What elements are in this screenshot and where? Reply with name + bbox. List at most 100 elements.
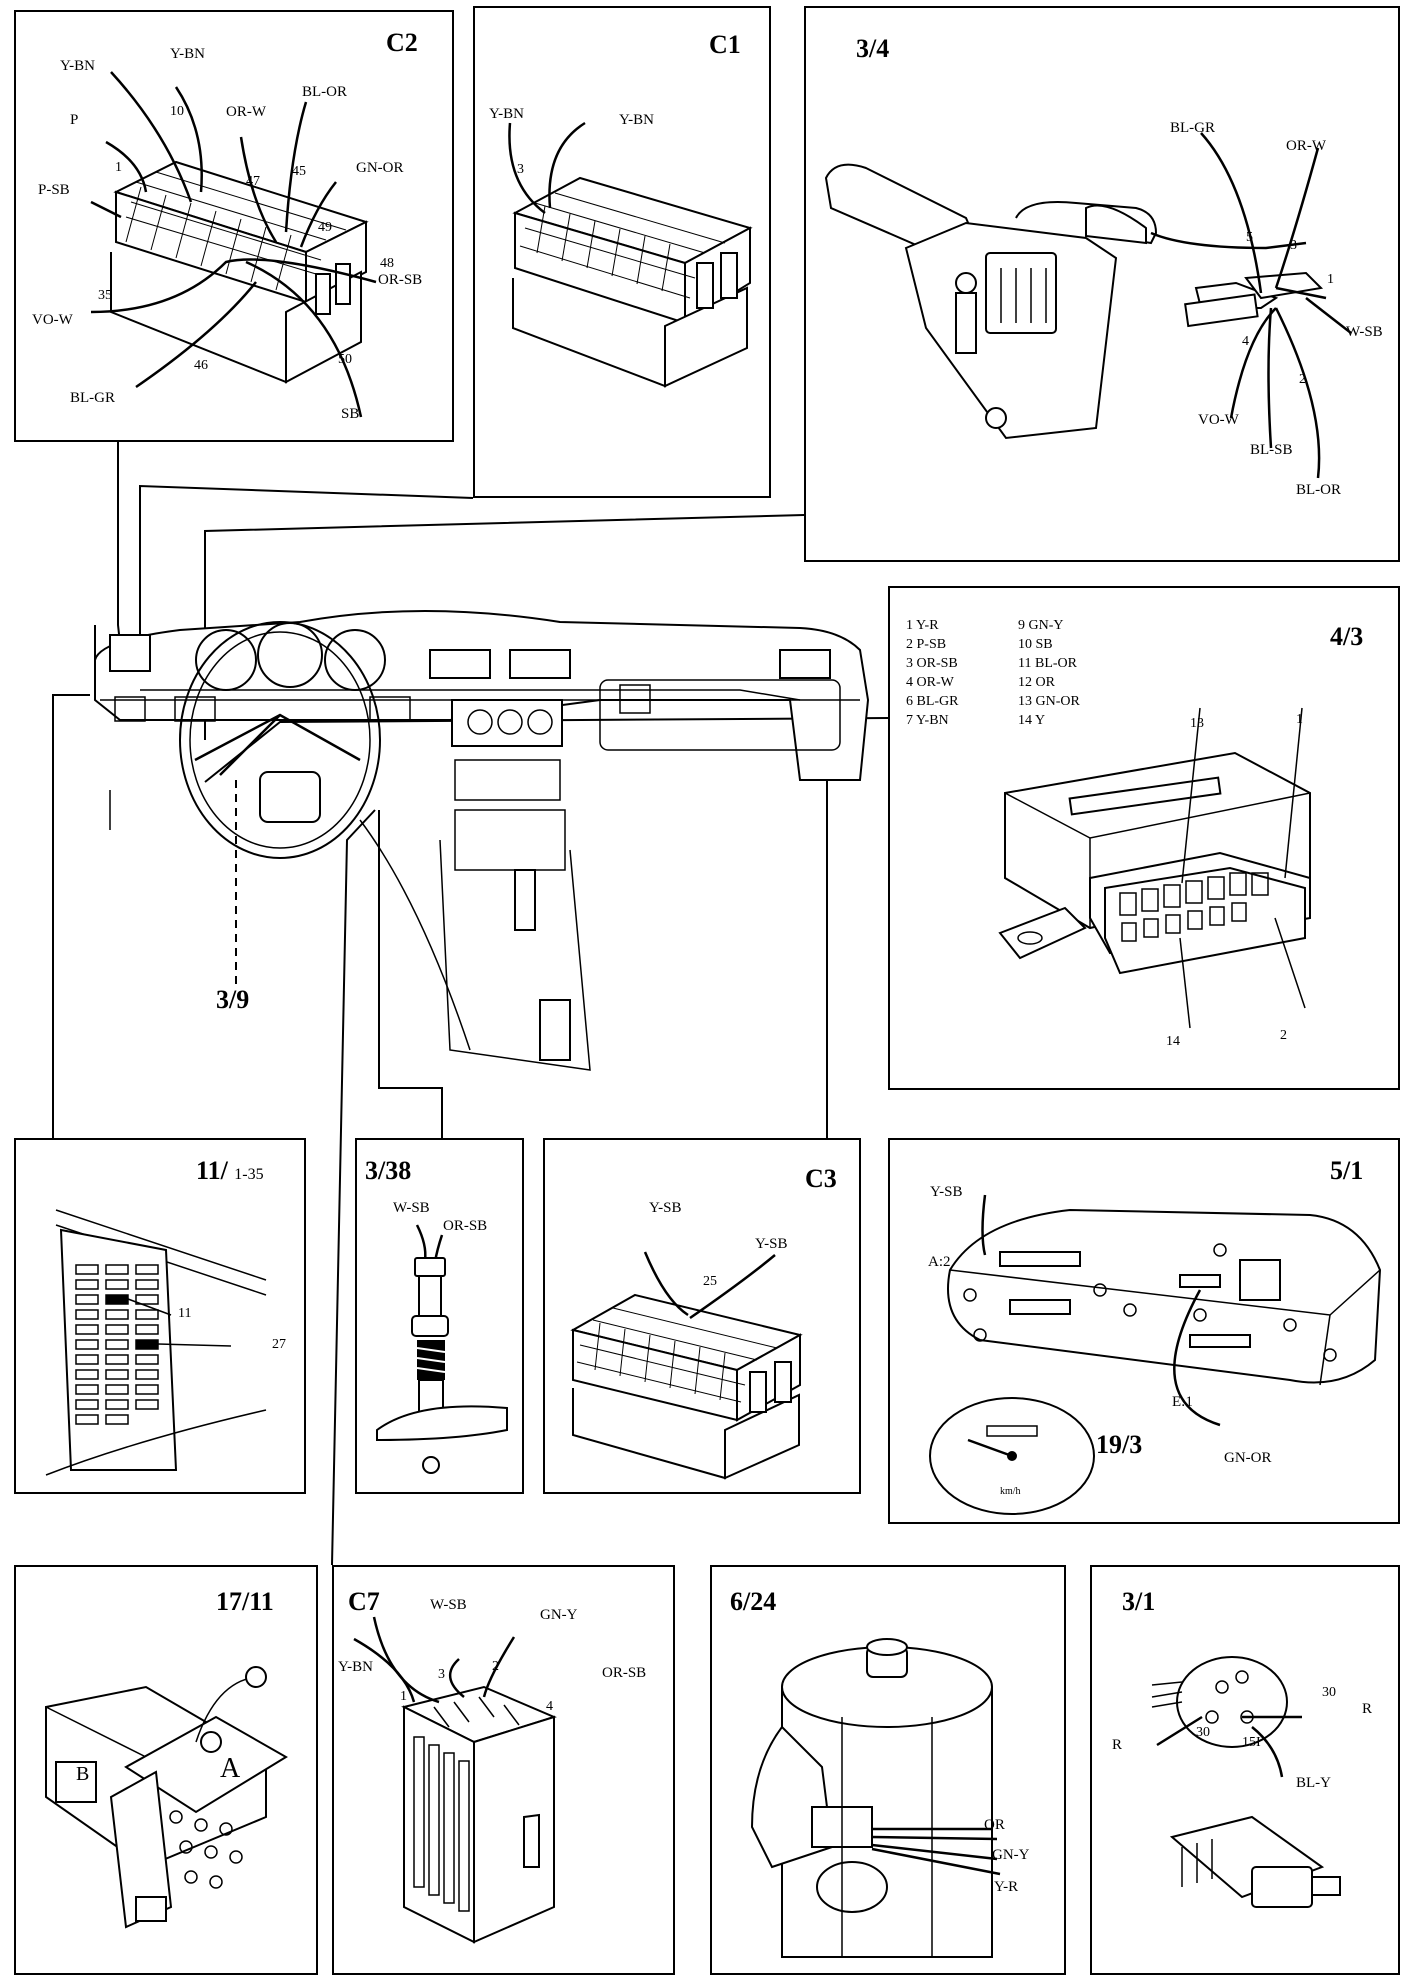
wire-color-legend-right: 9 GN-Y 10 SB 11 BL-OR 12 OR 13 GN-OR 14 … [1018, 616, 1080, 730]
relay-letter-a: A [220, 1753, 241, 1784]
pin-number: 10 [170, 104, 184, 119]
panel-title-sub: 1-35 [234, 1166, 264, 1183]
panel-4-3: 4/3 1 Y-R 2 P-SB 3 OR-SB 4 OR-W 6 BL-GR … [888, 586, 1400, 1090]
instrument-cluster-drawing [929, 1194, 1382, 1515]
wire-label-orsb: OR-SB [443, 1218, 488, 1234]
panel-3-9-label: 3/9 [216, 985, 250, 1014]
connector-label-a2: A:2 [928, 1254, 951, 1270]
wire-label-gny: GN-Y [540, 1607, 578, 1623]
legend-row: 6 BL-GR [906, 694, 959, 709]
terminal-number: 15I [1242, 1735, 1261, 1750]
legend-row: 13 GN-OR [1018, 694, 1080, 709]
wire-label-orsb: OR-SB [378, 272, 423, 288]
wire-label-ybn-b: Y-BN [619, 112, 655, 128]
wire-label-r-right: R [1362, 1701, 1373, 1717]
panel-5-1: 5/1 Y-SB A:2 E:1 GN-OR 1 [888, 1138, 1400, 1524]
wire-label-yr: Y-R [994, 1879, 1019, 1895]
wire-label-ybn-a: Y-BN [60, 58, 96, 74]
pin-number: 50 [338, 352, 352, 367]
pin-number: 4 [546, 1699, 553, 1714]
panel-title: 4/3 [1330, 622, 1364, 651]
wire-label-p: P [70, 112, 79, 128]
wire-label-orw: OR-W [1286, 138, 1326, 154]
wire-label-orsb: OR-SB [602, 1665, 647, 1681]
wire-label-gnor: GN-OR [356, 160, 404, 176]
wire-label-vow: VO-W [32, 312, 73, 328]
panel-title: C2 [386, 28, 418, 57]
pin-number: 49 [318, 220, 332, 235]
legend-row: 9 GN-Y [1018, 618, 1064, 633]
legend-row: 1 Y-R [906, 618, 939, 633]
wire-label-wsb: W-SB [393, 1200, 430, 1216]
pin-number: 2 [1280, 1028, 1287, 1043]
terminal-number: 30 [1322, 1685, 1336, 1700]
panel-3-1: 3/1 R R BL-Y 30 30 15I [1090, 1565, 1400, 1975]
panel-17-11: 17/11 A B [14, 1565, 318, 1975]
legend-row: 4 OR-W [906, 675, 954, 690]
pin-number: 14 [1166, 1034, 1180, 1049]
leader-c3 [826, 754, 838, 1138]
wire-label-ysb: Y-SB [930, 1184, 963, 1200]
wire-label-blgr: BL-GR [1170, 120, 1215, 136]
brake-switch-drawing [376, 1224, 508, 1474]
fuse-box-drawing [45, 1209, 267, 1476]
pin-number: 1 [400, 1689, 407, 1704]
connector-c7-drawing [353, 1616, 557, 1944]
gauge-unit: km/h [1000, 1486, 1021, 1497]
fuse-number: 11 [178, 1306, 192, 1321]
wire-label-r-left: R [1112, 1737, 1123, 1753]
pin-number: 1 [1296, 712, 1303, 727]
pin-number: 25 [703, 1274, 717, 1289]
panel-title: 3/4 [856, 34, 890, 63]
wire-label-vow: VO-W [1198, 412, 1239, 428]
terminal-number: 30 [1196, 1725, 1210, 1740]
panel-title: 3/38 [365, 1156, 412, 1185]
pin-number: 3 [438, 1667, 445, 1682]
panel-c7: C7 Y-BN W-SB GN-Y OR-SB 1 3 2 4 [332, 1565, 675, 1975]
panel-title: 17/11 [216, 1587, 274, 1616]
legend-row: 2 P-SB [906, 637, 947, 652]
relay-box-drawing [45, 1666, 288, 1929]
panel-title: C7 [348, 1587, 380, 1616]
panel-title: 6/24 [730, 1587, 777, 1616]
wire-label-blor: BL-OR [302, 84, 347, 100]
pin-number: 3 [1290, 238, 1297, 253]
switch-3-4-drawing [824, 132, 1352, 479]
wire-label-or: OR [984, 1817, 1005, 1833]
control-module-drawing [998, 707, 1311, 1029]
connector-label-e1: E:1 [1172, 1394, 1193, 1410]
panel-title: C1 [709, 30, 741, 59]
panel-title: 11/ 1-35 [196, 1156, 264, 1186]
wire-label-gny: GN-Y [992, 1847, 1030, 1863]
wire-label-bly: BL-Y [1296, 1775, 1331, 1791]
wire-label-ysb-b: Y-SB [755, 1236, 788, 1252]
panel-title: 3/1 [1122, 1587, 1156, 1616]
pin-number: 13 [1190, 716, 1204, 731]
fuse-number: 27 [272, 1337, 286, 1352]
panel-c2: C2 [14, 10, 454, 442]
connector-c3-drawing [570, 1251, 803, 1480]
pin-number: 2 [1299, 372, 1306, 387]
panel-6-24: 6/24 OR GN-Y Y-R [710, 1565, 1066, 1975]
inset-title-19-3: 19/3 [1096, 1430, 1143, 1459]
dashboard-drawing [94, 610, 870, 1071]
panel-c1: C1 Y-BN Y-BN 3 [473, 6, 771, 498]
legend-row: 14 Y [1018, 713, 1046, 728]
wire-label-ybn: Y-BN [338, 1659, 374, 1675]
leader-1135 [52, 694, 90, 1138]
pin-number: 48 [380, 256, 394, 271]
pin-number: 4 [1242, 334, 1249, 349]
legend-row: 11 BL-OR [1018, 656, 1077, 671]
wire-label-sb: SB [341, 406, 360, 422]
pin-number: 45 [292, 164, 306, 179]
leader-338 [378, 810, 443, 1138]
pin-number: 46 [194, 358, 208, 373]
panel-title: 5/1 [1330, 1156, 1364, 1185]
wire-label-blgr: BL-GR [70, 390, 115, 406]
panel-11-1-35: 11/ 1-35 [14, 1138, 306, 1494]
sensor-6-24-drawing [750, 1638, 1001, 1958]
panel-c3: C3 Y-SB Y-SB 25 [543, 1138, 861, 1494]
pin-number: 47 [246, 174, 260, 189]
wire-label-blsb: BL-SB [1250, 442, 1293, 458]
